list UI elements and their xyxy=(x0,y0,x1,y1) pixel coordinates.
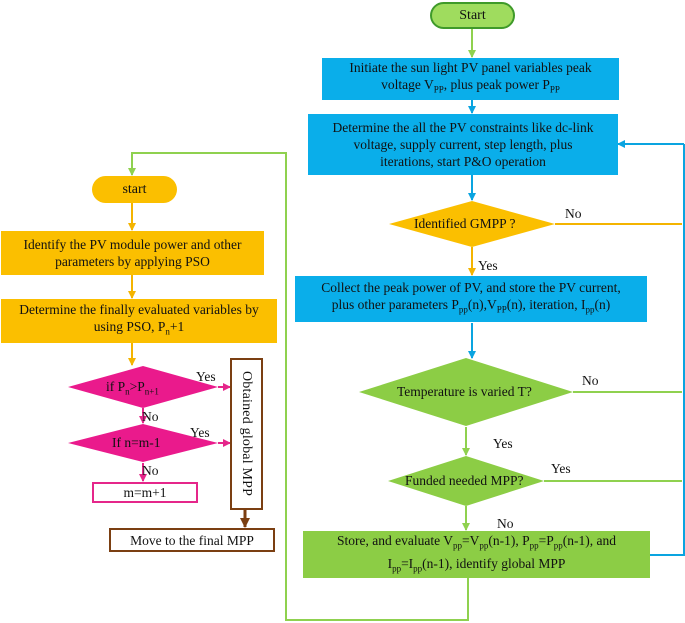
funded-yes-label: Yes xyxy=(551,461,571,476)
funded-decision-label: Funded needed MPP? xyxy=(405,473,524,488)
constraints-process: Determine the all the PV constraints lik… xyxy=(308,114,618,175)
constraints-line3: iterations, start P&O operation xyxy=(380,154,546,169)
collect-line1: Collect the peak power of PV, and store … xyxy=(321,280,621,296)
decision2-no-label: No xyxy=(142,463,159,478)
gmpp-yes-label: Yes xyxy=(478,258,498,273)
collect-line2: plus other parameters Ppp(n),VPP(n), ite… xyxy=(331,297,611,315)
update-label: m=m+1 xyxy=(123,485,167,500)
move-final-mpp-label: Move to the final MPP xyxy=(130,532,254,548)
funded-no-label: No xyxy=(497,516,514,531)
decision1-label: if Pn>Pn+1 xyxy=(106,379,159,397)
decision2-label: If n=m-1 xyxy=(112,435,161,450)
store-line1: Store, and evaluate Vpp=Vpp(n-1), Ppp=Pp… xyxy=(337,532,616,551)
obtained-global-mpp-box: Obtained global MPP xyxy=(230,358,263,510)
loop-store-to-left xyxy=(128,152,469,621)
update-process: m=m+1 xyxy=(92,482,198,503)
determine-line1: Determine the finally evaluated variable… xyxy=(19,302,259,318)
init-line1: Initiate the sun light PV panel variable… xyxy=(349,60,592,76)
init-process: Initiate the sun light PV panel variable… xyxy=(322,58,619,100)
decision-gmpp-shape xyxy=(389,201,555,247)
store-process: Store, and evaluate Vpp=Vpp(n-1), Ppp=Pp… xyxy=(303,531,650,578)
decision-left2-shape xyxy=(68,424,218,462)
temperature-yes-label: Yes xyxy=(493,436,513,451)
decision-funded-shape xyxy=(388,456,544,506)
left-start-label: start xyxy=(122,182,147,197)
left-start-terminator: start xyxy=(92,176,177,203)
determine-line2: using PSO, Pn+1 xyxy=(93,319,185,337)
gmpp-decision-label: Identified GMPP ? xyxy=(414,216,516,231)
decision-left1-shape xyxy=(68,366,218,408)
decision1-yes-label: Yes xyxy=(196,369,216,384)
gmpp-no-label: No xyxy=(565,206,582,221)
identify-process: Identify the PV module power and other p… xyxy=(1,231,264,275)
constraints-line2: voltage, supply current, step length, pl… xyxy=(353,137,573,152)
start-terminator: Start xyxy=(430,2,515,29)
init-line2: voltage VPP, plus peak power PPP xyxy=(381,77,560,95)
start-label: Start xyxy=(459,8,486,23)
decision-temperature-shape xyxy=(359,358,573,426)
temperature-no-label: No xyxy=(582,373,599,388)
decision2-yes-label: Yes xyxy=(190,425,210,440)
store-line2: Ipp=Ipp(n-1), identify global MPP xyxy=(387,555,566,574)
determine-process: Determine the finally evaluated variable… xyxy=(1,299,277,343)
identify-line1: Identify the PV module power and other xyxy=(23,237,242,252)
constraints-line1: Determine the all the PV constraints lik… xyxy=(332,120,594,135)
collect-process: Collect the peak power of PV, and store … xyxy=(295,276,647,322)
obtained-global-mpp-label: Obtained global MPP xyxy=(239,371,254,497)
temperature-decision-label: Temperature is varied T? xyxy=(397,384,532,399)
decision1-no-label: No xyxy=(142,409,159,424)
identify-line2: parameters by applying PSO xyxy=(55,254,210,269)
move-final-mpp-box: Move to the final MPP xyxy=(109,528,275,552)
